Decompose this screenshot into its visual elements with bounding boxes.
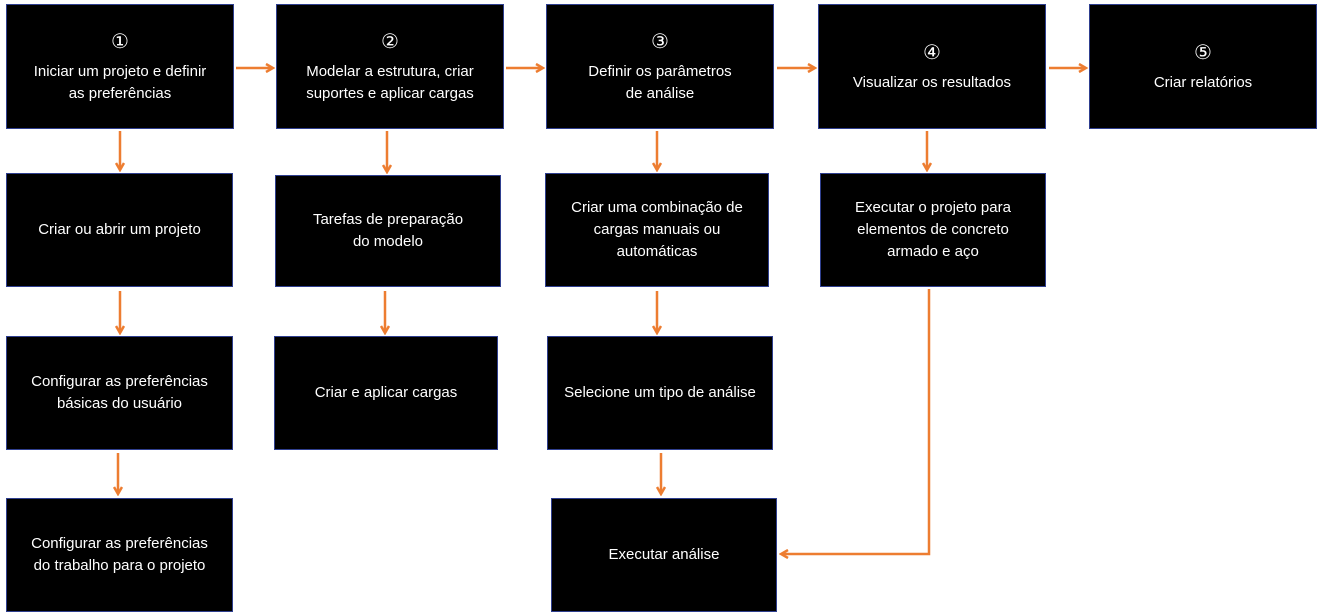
step-1-sub-1-box: Criar ou abrir um projeto xyxy=(6,173,233,287)
step-3-sub-3-label: Executar análise xyxy=(608,546,720,563)
step-2-box: ② Modelar a estrutura, criar suportes e … xyxy=(276,4,504,129)
step-5-box: ⑤ Criar relatórios xyxy=(1089,4,1317,129)
step-2-sub-1-box: Tarefas de preparação do modelo xyxy=(275,175,501,287)
step-2-number: ② xyxy=(381,28,399,53)
step-3-sub-3-box: Executar análise xyxy=(551,498,777,612)
step-3-box: ③ Definir os parâmetros de análise xyxy=(546,4,774,129)
step-1-sub-1-label: Criar ou abrir um projeto xyxy=(38,221,201,238)
step-1-number: ① xyxy=(111,28,129,53)
step-4-box: ④ Visualizar os resultados xyxy=(818,4,1046,129)
step-3-label: Definir os parâmetros de análise xyxy=(588,62,732,102)
step-1-label: Iniciar um projeto e definir as preferên… xyxy=(33,62,207,102)
step-1-sub-3-label: Configurar as preferências do trabalho p… xyxy=(31,535,208,574)
step-4-number: ④ xyxy=(923,39,941,64)
step-4-sub-1-label: Executar o projeto para elementos de con… xyxy=(855,199,1011,260)
step-5-label: Criar relatórios xyxy=(1153,73,1253,91)
step-2-sub-1-label: Tarefas de preparação do modelo xyxy=(312,211,464,250)
step-1-sub-2-box: Configurar as preferências básicas do us… xyxy=(6,336,233,450)
step-3-sub-1-label: Criar uma combinação de cargas manuais o… xyxy=(571,199,743,260)
step-3-number: ③ xyxy=(651,28,669,53)
step-1-box: ① Iniciar um projeto e definir as prefer… xyxy=(6,4,234,129)
step-3-sub-2-box: Selecione um tipo de análise xyxy=(547,336,773,450)
step-4-sub-1-box: Executar o projeto para elementos de con… xyxy=(820,173,1046,287)
step-5-number: ⑤ xyxy=(1194,39,1212,64)
step-2-sub-2-label: Criar e aplicar cargas xyxy=(314,384,458,401)
step-3-sub-2-label: Selecione um tipo de análise xyxy=(564,384,756,401)
arrow-elbow-to-execute-analysis xyxy=(781,289,931,554)
step-1-sub-3-box: Configurar as preferências do trabalho p… xyxy=(6,498,233,612)
step-2-label: Modelar a estrutura, criar suportes e ap… xyxy=(306,62,474,102)
step-1-sub-2-label: Configurar as preferências básicas do us… xyxy=(31,373,208,412)
step-2-sub-2-box: Criar e aplicar cargas xyxy=(274,336,498,450)
step-4-label: Visualizar os resultados xyxy=(852,73,1012,91)
step-3-sub-1-box: Criar uma combinação de cargas manuais o… xyxy=(545,173,769,287)
